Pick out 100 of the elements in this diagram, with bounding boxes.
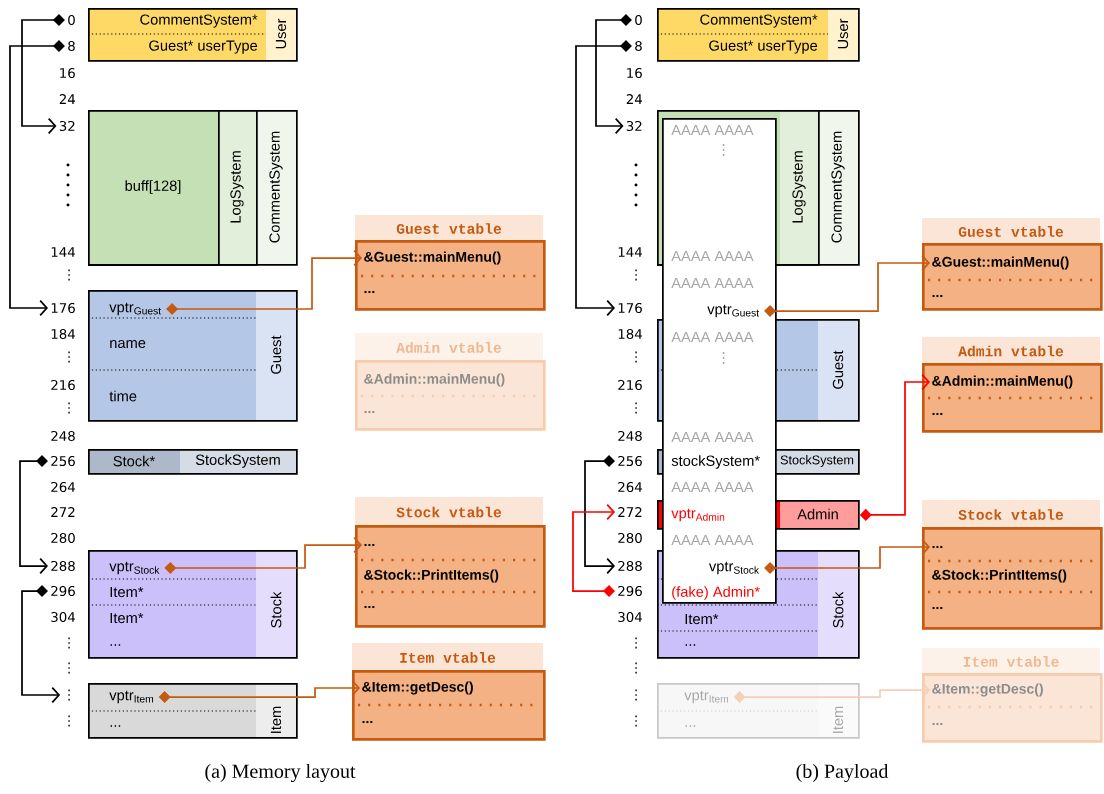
pointer-arrow [9, 40, 65, 317]
address-label: 176 [51, 302, 75, 314]
address-label: 248 [618, 430, 642, 442]
address-label: 288 [618, 560, 642, 572]
address-label: 16 [627, 67, 642, 79]
field-label: AAAA AAAA [671, 432, 754, 443]
address-label: ⋮ [635, 351, 637, 363]
address-label: ⋮ [68, 715, 70, 727]
address-label: 280 [51, 532, 75, 544]
vtable-entry: ... [364, 290, 375, 294]
address-label: ⋮ [68, 689, 70, 701]
vtable-entry: ... [364, 410, 375, 414]
address-label: ⋮ [635, 637, 637, 649]
field-label: vptr$_{Guest}$ [707, 304, 759, 318]
address-label: ⋮ [635, 662, 637, 674]
address-label: ⋮ [635, 402, 637, 414]
field-label: CommentSystem* [140, 14, 258, 28]
field-label: vptr$_{Guest}$ [109, 302, 162, 316]
pointer-arrow [166, 249, 362, 315]
address-label: 8 [635, 40, 642, 52]
address-label: 216 [618, 379, 642, 391]
vtable-entry: &Item::getDesc() [362, 681, 473, 695]
memory-block: buff[128] [88, 110, 220, 266]
address-label: 8 [68, 40, 75, 52]
pointer-arrow [21, 585, 61, 704]
node-label: Admin vtable [396, 342, 502, 353]
vtable-entry: &Item::getDesc() [932, 683, 1043, 697]
field-label: AAAA AAAA [671, 277, 754, 289]
field-label: Item* [110, 612, 144, 624]
field-label: AAAA AAAA [671, 124, 754, 136]
vtable-entry: &Admin::mainMenu() [932, 375, 1073, 389]
address-label: 264 [51, 481, 75, 493]
vtable-entry: ... [932, 722, 943, 726]
address-label: 16 [60, 67, 75, 79]
address-label: 272 [618, 507, 642, 517]
pointer-arrow [158, 679, 360, 703]
field-label: Guest* userType [149, 40, 258, 54]
address-label: 144 [51, 247, 75, 257]
field-label: ⋮ [722, 352, 725, 364]
pointer-arrow [764, 538, 930, 574]
vtable-entry: ... [932, 412, 943, 416]
address-label: 264 [618, 481, 642, 493]
vtable-entry: ... [932, 545, 943, 549]
address-label: 32 [59, 120, 75, 132]
address-label: ⋮ [635, 689, 637, 701]
node-label: Admin vtable [958, 345, 1064, 357]
field-label: AAAA AAAA [671, 482, 754, 493]
address-label: ⋮ [68, 637, 70, 649]
address-label: ⋮ [68, 269, 70, 281]
field-label: name [110, 340, 146, 349]
node-label: Guest vtable [958, 226, 1064, 237]
address-label: ⋮ [68, 351, 70, 363]
address-label: 280 [618, 532, 642, 544]
address-label: 288 [51, 560, 75, 572]
address-label: 296 [51, 585, 75, 597]
address-label: 24 [626, 94, 642, 104]
pointer-arrow [164, 536, 362, 574]
vtable-entry: ... [364, 605, 375, 609]
address-label: 184 [618, 328, 642, 340]
address-label: ⋮ [68, 402, 70, 414]
address-label: 256 [51, 455, 75, 467]
field-label: time [109, 390, 137, 402]
address-label: 0 [635, 14, 642, 26]
field-label: vptr$_{Admin}$ [671, 508, 725, 522]
field-label: Item* [685, 613, 719, 625]
node-label: Stock vtable [958, 509, 1064, 520]
field-label: ⋮ [722, 144, 725, 156]
caption: (b) Payload [796, 763, 889, 783]
pointer-arrow [575, 40, 632, 317]
address-label: 272 [51, 507, 75, 517]
field-label: vptr$_{Item}$ [684, 690, 728, 704]
field-label: CommentSystem* [700, 14, 818, 28]
address-label: 304 [618, 611, 642, 623]
vtable-entry: &Stock::PrintItems() [932, 569, 1067, 583]
vtable-entry: &Stock::PrintItems() [364, 569, 499, 583]
address-label: 0 [68, 14, 75, 26]
field-label: vptr$_{Item}$ [109, 690, 153, 704]
vtable-entry: &Guest::mainMenu() [932, 256, 1069, 270]
field-label: ... [685, 644, 696, 646]
node-label: Item vtable [963, 656, 1059, 667]
address-label: ⋮ [68, 662, 70, 674]
field-label: stockSystem* [671, 455, 760, 469]
field-label: ... [110, 644, 121, 646]
address-label: 184 [51, 328, 75, 340]
address-label: 304 [51, 611, 75, 623]
address-label: ⋮ [635, 715, 637, 727]
field-label: Item* [110, 586, 144, 598]
field-label: AAAA AAAA [671, 535, 754, 546]
vtable-entry: ... [932, 294, 943, 298]
field-label: Stock* [113, 455, 155, 467]
field-label: AAAA AAAA [671, 331, 754, 343]
field-label: vptr$_{Stock}$ [109, 561, 160, 575]
field-label: ... [685, 725, 696, 727]
field-label: (fake) Admin* [672, 586, 760, 600]
pointer-arrow [764, 254, 930, 317]
address-label: 24 [59, 94, 75, 104]
vtable-entry: ... [364, 543, 375, 547]
node-label: Guest vtable [396, 223, 502, 234]
vtable-entry: ... [932, 606, 943, 610]
caption: (a) Memory layout [205, 763, 356, 783]
